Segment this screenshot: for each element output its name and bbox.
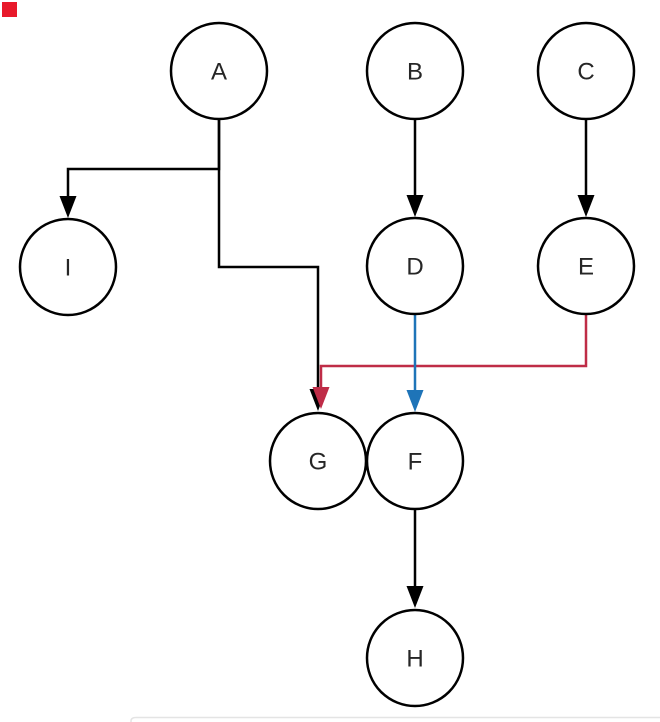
edge-A-I: [59, 119, 221, 218]
edge-A-I-arrowhead-icon: [59, 196, 77, 218]
edge-A-I-line: [66, 119, 221, 198]
edge-C-E: [577, 119, 595, 217]
edge-F-H-arrowhead-icon: [406, 586, 424, 608]
red-marker-square: [2, 2, 17, 17]
edge-B-D-arrowhead-icon: [406, 195, 424, 217]
node-A[interactable]: A: [169, 21, 269, 121]
node-I-circle: [18, 217, 118, 317]
node-G-label: G: [309, 449, 328, 476]
node-D[interactable]: D: [365, 216, 465, 316]
node-B[interactable]: B: [365, 21, 465, 121]
node-F-circle: [365, 411, 465, 511]
node-E[interactable]: E: [536, 216, 636, 316]
node-E-label: E: [578, 254, 594, 281]
node-G[interactable]: G: [268, 411, 368, 511]
node-C-circle: [536, 21, 636, 121]
edge-B-D: [406, 119, 424, 217]
node-D-label: D: [406, 254, 423, 281]
node-E-circle: [536, 216, 636, 316]
edge-F-H: [406, 509, 424, 608]
node-B-label: B: [407, 59, 423, 86]
node-C-label: C: [577, 59, 594, 86]
bottom-divider: [130, 716, 660, 722]
edge-D-F: [406, 314, 424, 412]
edge-E-G-arrowhead-icon: [312, 387, 330, 409]
node-B-circle: [365, 21, 465, 121]
edge-C-E-arrowhead-icon: [577, 195, 595, 217]
node-H-label: H: [406, 646, 423, 673]
node-H-circle: [365, 608, 465, 708]
node-A-label: A: [211, 59, 227, 86]
node-I-label: I: [65, 255, 72, 282]
edge-E-G: [312, 314, 588, 409]
node-C[interactable]: C: [536, 21, 636, 121]
edge-D-F-arrowhead-icon: [406, 390, 424, 412]
edge-E-G-line: [319, 314, 588, 389]
node-F[interactable]: F: [365, 411, 465, 511]
node-A-circle: [169, 21, 269, 121]
edge-A-G: [217, 119, 327, 411]
edge-A-G-line: [217, 119, 320, 391]
node-D-circle: [365, 216, 465, 316]
node-F-label: F: [408, 449, 423, 476]
node-I[interactable]: I: [18, 217, 118, 317]
node-H[interactable]: H: [365, 608, 465, 708]
